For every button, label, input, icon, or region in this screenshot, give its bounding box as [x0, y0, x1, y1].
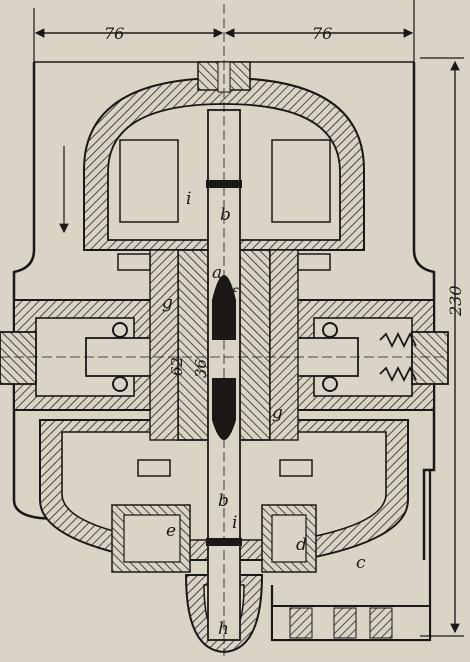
label-i-top: i — [186, 189, 191, 209]
dim-center-b: 36 — [192, 358, 210, 378]
dim-right-height: 230 — [446, 285, 465, 317]
label-e: e — [166, 521, 176, 541]
label-g-left: g — [162, 293, 173, 313]
label-b-bottom: b — [218, 491, 229, 511]
label-b-top: b — [220, 205, 231, 225]
dim-center-a: 62 — [168, 357, 186, 376]
outlet-pipe — [270, 470, 432, 642]
label-f: f — [228, 285, 239, 305]
dim-top-left: 76 — [104, 24, 124, 43]
dimension-lines — [33, 0, 464, 637]
dim-top-right: 76 — [312, 24, 332, 43]
label-h: h — [218, 619, 229, 639]
label-i-bottom: i — [232, 513, 237, 533]
label-c: c — [356, 553, 366, 573]
spring-icon — [379, 331, 417, 349]
label-a: a — [212, 263, 222, 283]
label-d: d — [296, 535, 307, 555]
label-g-right: g — [272, 403, 283, 423]
